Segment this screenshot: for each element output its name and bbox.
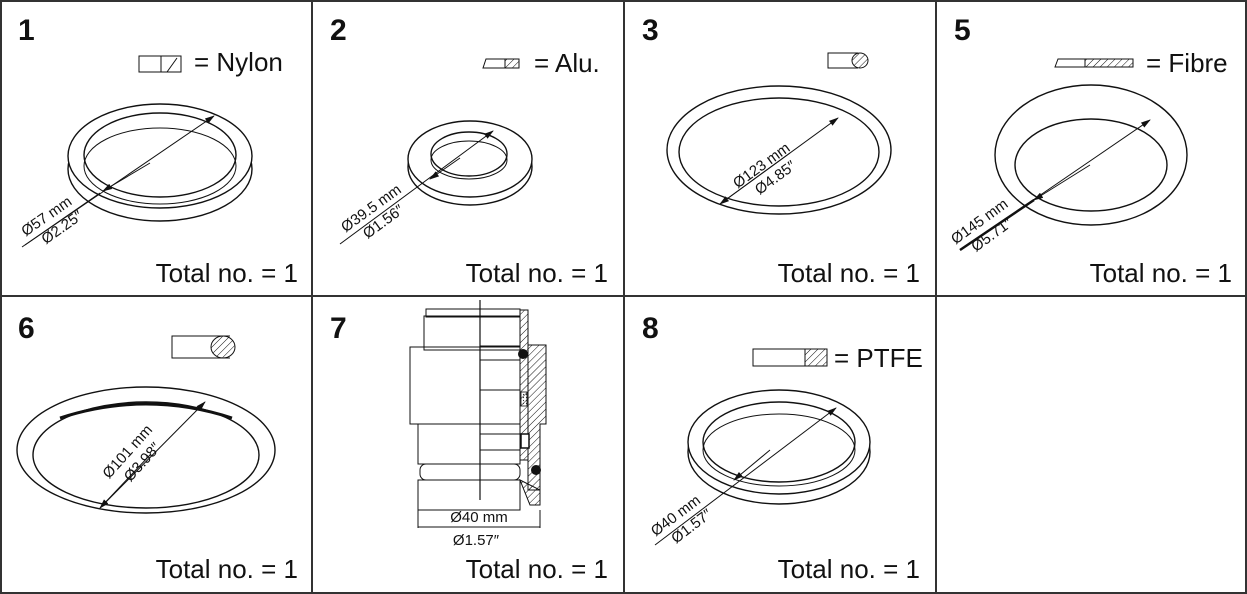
part-number: 5	[954, 14, 971, 47]
dimension-mm: Ø40 mm	[450, 509, 508, 526]
cell-2-alu-ring: 2 = Alu. Ø39.5 mm Ø1.56″ Total no. = 1	[330, 14, 608, 288]
part-number: 6	[18, 312, 35, 345]
material-label: = Fibre	[1146, 48, 1228, 78]
cell-8-ptfe-ring: 8 = PTFE Ø40 mm Ø1.57″ Total no. = 1	[642, 312, 923, 584]
cell-5-fibre-ring: 5 = Fibre Ø145 mm Ø5.71″ Total no. = 1	[948, 14, 1232, 288]
ring-drawing	[666, 85, 892, 215]
total-count: Total no. = 1	[778, 554, 920, 584]
total-count: Total no. = 1	[156, 554, 298, 584]
total-count: Total no. = 1	[1090, 258, 1232, 288]
cross-section-drawing	[409, 300, 547, 528]
ring-drawing	[339, 120, 533, 245]
part-number: 8	[642, 312, 659, 345]
alu-section-icon	[482, 58, 520, 69]
total-count: Total no. = 1	[466, 554, 608, 584]
ring-drawing	[21, 103, 253, 248]
material-label: = Alu.	[534, 48, 600, 78]
cell-1-nylon-ring: 1 = Nylon Ø57 mm Ø2.25″ Total no. = 1	[18, 14, 298, 288]
material-label: = PTFE	[834, 343, 923, 373]
round-section-icon	[827, 52, 869, 69]
ring-drawing	[16, 386, 276, 514]
fibre-section-icon	[1054, 58, 1134, 68]
cell-3-ring: 3 Ø123 mm Ø4.85″ Total no. = 1	[642, 14, 920, 288]
part-number: 3	[642, 14, 659, 47]
ring-drawing	[654, 389, 871, 546]
part-number: 7	[330, 312, 347, 345]
part-number: 1	[18, 14, 35, 47]
ring-drawing	[959, 84, 1188, 252]
ptfe-section-icon	[752, 348, 828, 367]
part-number: 2	[330, 14, 347, 47]
total-count: Total no. = 1	[778, 258, 920, 288]
total-count: Total no. = 1	[466, 258, 608, 288]
nylon-section-icon	[138, 55, 182, 73]
cell-7-valve-insert: 7 Ø40 mm Ø1.57″ Total no	[330, 300, 608, 584]
total-count: Total no. = 1	[156, 258, 298, 288]
round-section-icon	[171, 335, 236, 359]
material-label: = Nylon	[194, 47, 283, 77]
cell-6-ring: 6 Ø101 mm Ø3.98″ Total no. = 1	[16, 312, 298, 584]
dimension-inch: Ø1.57″	[453, 532, 500, 549]
